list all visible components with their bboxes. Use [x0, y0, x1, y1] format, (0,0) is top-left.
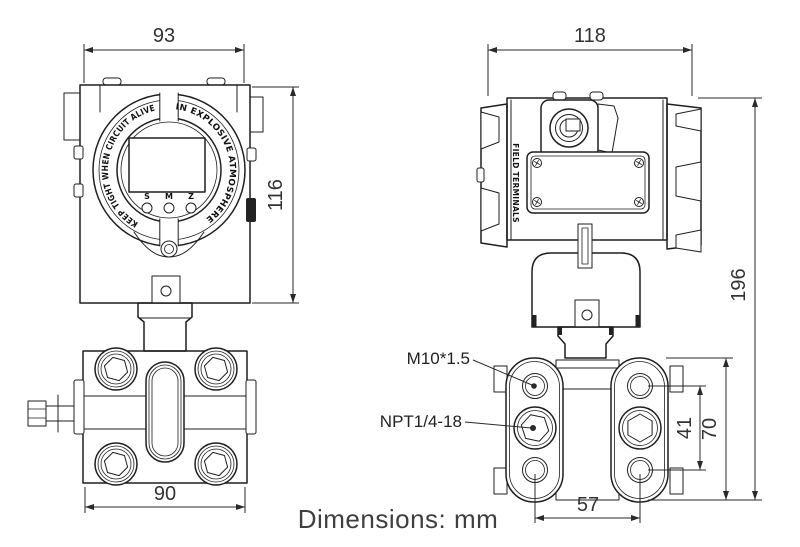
dim-118-value: 118 — [574, 25, 606, 47]
nameplate-screw — [634, 158, 644, 168]
dim-41-value: 41 — [674, 417, 696, 439]
nameplate-screw — [634, 197, 644, 207]
button-z — [185, 202, 197, 214]
process-flange-side — [493, 357, 684, 503]
vent-plug — [27, 394, 75, 433]
flange-center-slot — [145, 361, 185, 463]
dome-tab-hole — [581, 309, 593, 321]
dim-flange-height: 70 — [666, 357, 733, 500]
bezel-channel-top — [159, 91, 179, 121]
units-note: Dimensions: mm — [298, 504, 499, 534]
button-s — [141, 202, 153, 214]
housing-end-cap-right — [666, 103, 702, 253]
adjustment-buttons: S M Z — [141, 192, 197, 214]
leader-dot — [531, 383, 537, 389]
dim-196-value: 196 — [728, 268, 750, 301]
flange-center-body — [555, 359, 620, 501]
cover-lock-clip — [246, 198, 256, 222]
button-z-label: Z — [188, 192, 194, 201]
bezel-channel-bottom — [159, 219, 179, 248]
leader-dot — [530, 425, 536, 431]
flange-tab — [669, 467, 684, 495]
housing-dome-side — [531, 223, 641, 328]
bracket-screw-boss — [160, 240, 178, 258]
dim-116-value: 116 — [265, 179, 287, 211]
side-view: FIELD TERMINALS — [380, 25, 762, 523]
housing-screw-boss — [206, 77, 226, 86]
flange-adapter-right — [610, 357, 669, 503]
vent-plug-stem — [45, 405, 75, 422]
flange-side-tab — [73, 379, 85, 435]
neck-side — [557, 326, 614, 359]
housing-bottom-tab — [151, 275, 181, 304]
tab-hole — [160, 285, 172, 297]
housing-end-cap-left — [476, 103, 508, 248]
dim-bolt-spacing-horizontal: 57 — [534, 474, 641, 523]
front-view: KEEP TIGHT WHEN CIRCUIT ALIVE IN EXPLOSI… — [27, 25, 299, 513]
field-terminals-label: FIELD TERMINALS — [511, 143, 520, 223]
flange-bolt — [194, 347, 238, 391]
dim-side-height: 196 — [648, 97, 762, 501]
flange-tab — [493, 467, 508, 495]
housing-side-bump — [246, 147, 257, 162]
bezel-bottom-bracket — [133, 231, 205, 258]
port-label-vent: M10*1.5 — [407, 349, 537, 389]
housing-side-bump — [73, 183, 84, 198]
housing-screw-boss — [102, 77, 122, 86]
nameplate — [526, 151, 650, 214]
process-plug — [513, 406, 557, 450]
process-port-label: NPT1/4-18 — [380, 412, 462, 431]
flange-bolt — [94, 442, 138, 486]
housing-side-bump — [73, 145, 84, 160]
terminal-nameplate: FIELD TERMINALS — [511, 143, 650, 223]
conduit-entry — [540, 91, 619, 159]
housing-side-tab — [249, 96, 264, 133]
flange-bolt — [194, 442, 238, 486]
button-m-label: M — [165, 192, 173, 201]
conduit-bracket — [597, 103, 619, 154]
dim-70-value: 70 — [699, 418, 721, 440]
button-s-label: S — [144, 192, 150, 201]
dim-front-width: 93 — [83, 25, 245, 83]
dim-93-value: 93 — [153, 25, 175, 47]
bolt-hole — [522, 373, 548, 399]
dim-front-height: 116 — [252, 86, 299, 304]
dim-90-value: 90 — [154, 483, 176, 505]
dome-tab — [574, 299, 600, 328]
dim-57-value: 57 — [577, 494, 599, 516]
process-flange-front — [27, 347, 257, 486]
nameplate-screw — [532, 158, 542, 168]
button-m — [163, 202, 175, 214]
housing-side-tab — [63, 92, 81, 141]
port-label-process: NPT1/4-18 — [380, 412, 536, 431]
dim-bolt-spacing-vertical: 41 — [648, 385, 706, 471]
nameplate-screw — [532, 197, 542, 207]
flange-bolt — [94, 347, 138, 391]
vent-port-label: M10*1.5 — [407, 349, 470, 368]
dim-front-flange-width: 90 — [84, 483, 246, 513]
vent-plug-hex-head — [27, 400, 47, 427]
process-plug — [618, 406, 662, 450]
flange-side-tab — [245, 379, 257, 435]
dim-side-width: 118 — [487, 25, 693, 96]
conduit-port — [549, 108, 589, 148]
neck-front — [137, 302, 193, 352]
flange-tab — [669, 365, 684, 393]
lcd-display — [128, 137, 206, 193]
